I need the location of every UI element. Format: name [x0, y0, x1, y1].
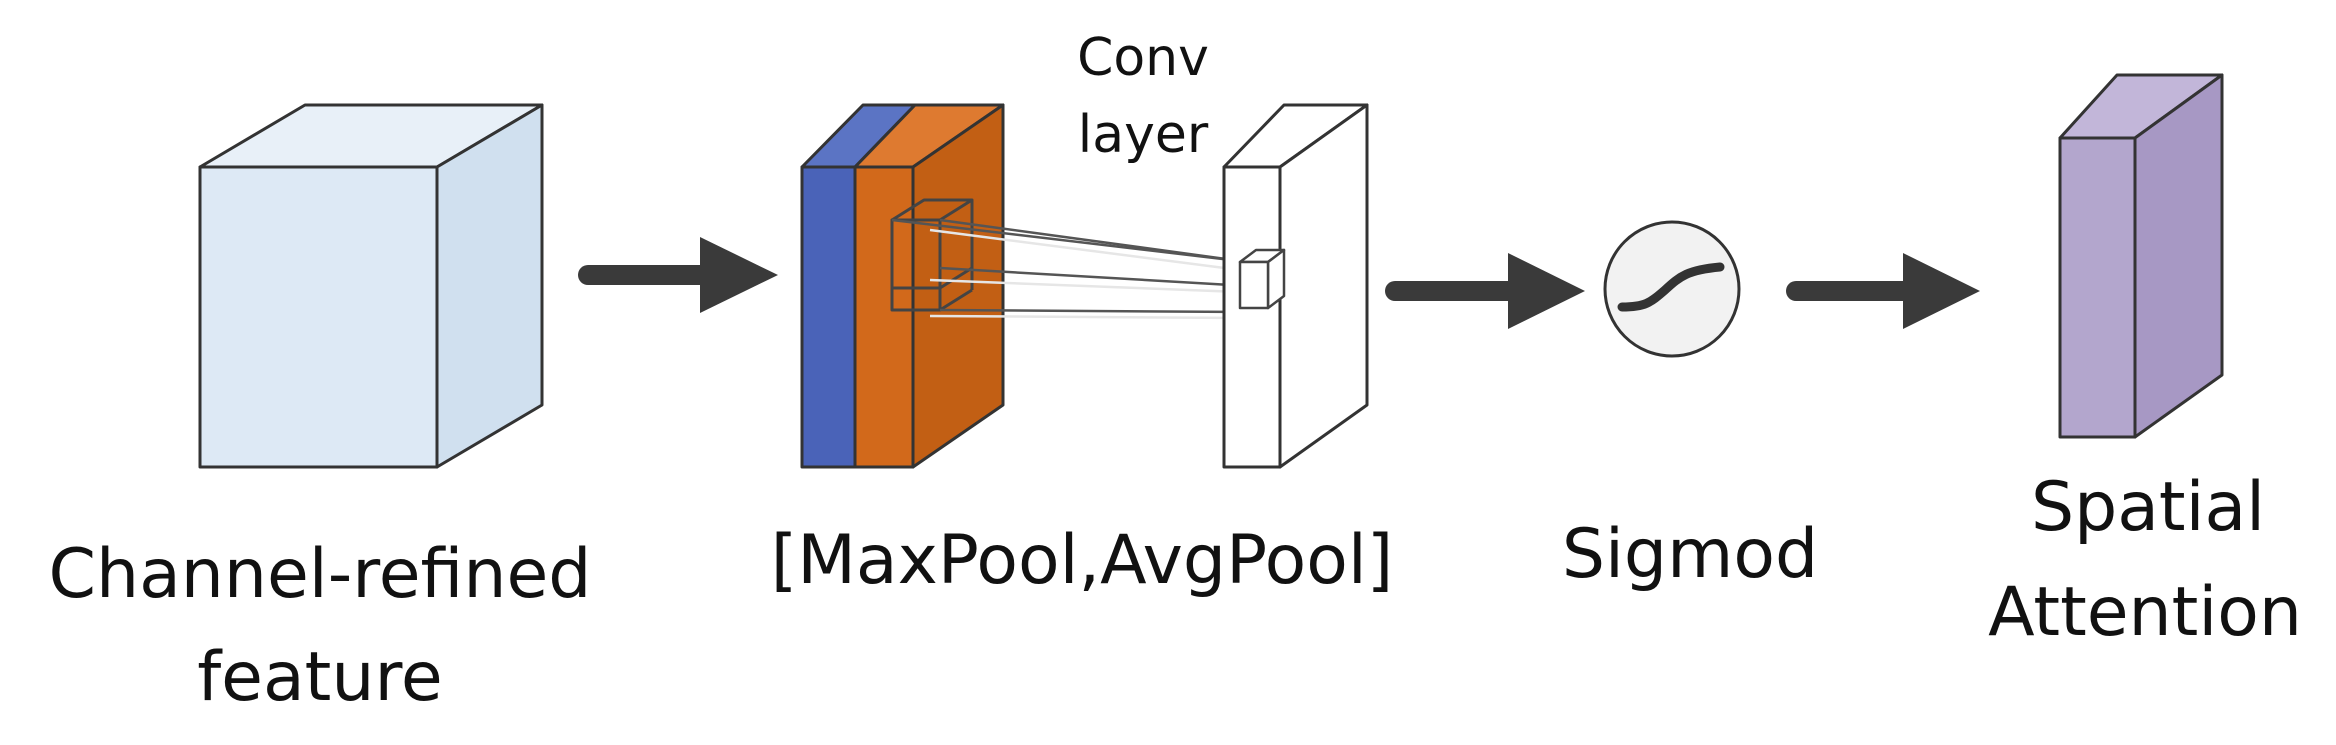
conv-side-face — [1278, 103, 1369, 469]
attention-label-line2: Attention — [1988, 573, 2302, 652]
avgpool-front-face — [853, 165, 915, 469]
channel-refined-feature-cube — [198, 103, 544, 469]
conv-label-line1: Conv — [1077, 28, 1209, 88]
cube-front-face — [198, 165, 439, 469]
sigmoid-label: Sigmod — [1562, 515, 1818, 594]
avgpool-side-face — [911, 103, 1005, 469]
conv-kernel-cell — [1238, 248, 1286, 310]
channel-feature-label-line1: Channel-refined — [49, 535, 592, 614]
sigmoid-node — [1603, 220, 1741, 358]
right-arrow-icon — [1786, 253, 1980, 329]
pooled-feature-maps — [800, 103, 1005, 469]
spatial-attention-map — [2058, 73, 2224, 439]
attention-side-face — [2133, 73, 2224, 439]
projection-highlights — [929, 228, 1241, 320]
cube-side-face — [435, 103, 544, 469]
maxpool-front-face — [800, 165, 857, 469]
conv-front-face — [1222, 165, 1282, 469]
channel-feature-label-line2: feature — [197, 638, 443, 717]
projection-lines — [891, 218, 1249, 314]
pool-kernel-box — [890, 198, 974, 312]
pool-label: [MaxPool,AvgPool] — [771, 521, 1394, 600]
sigmoid-curve-icon — [1617, 262, 1725, 312]
right-arrow-icon — [1385, 253, 1585, 329]
attention-label-line1: Spatial — [2031, 468, 2265, 547]
right-arrow-icon — [578, 237, 778, 313]
conv-label-line2: layer — [1078, 105, 1209, 165]
attention-front-face — [2058, 136, 2137, 439]
conv-layer-slab — [1222, 103, 1369, 469]
